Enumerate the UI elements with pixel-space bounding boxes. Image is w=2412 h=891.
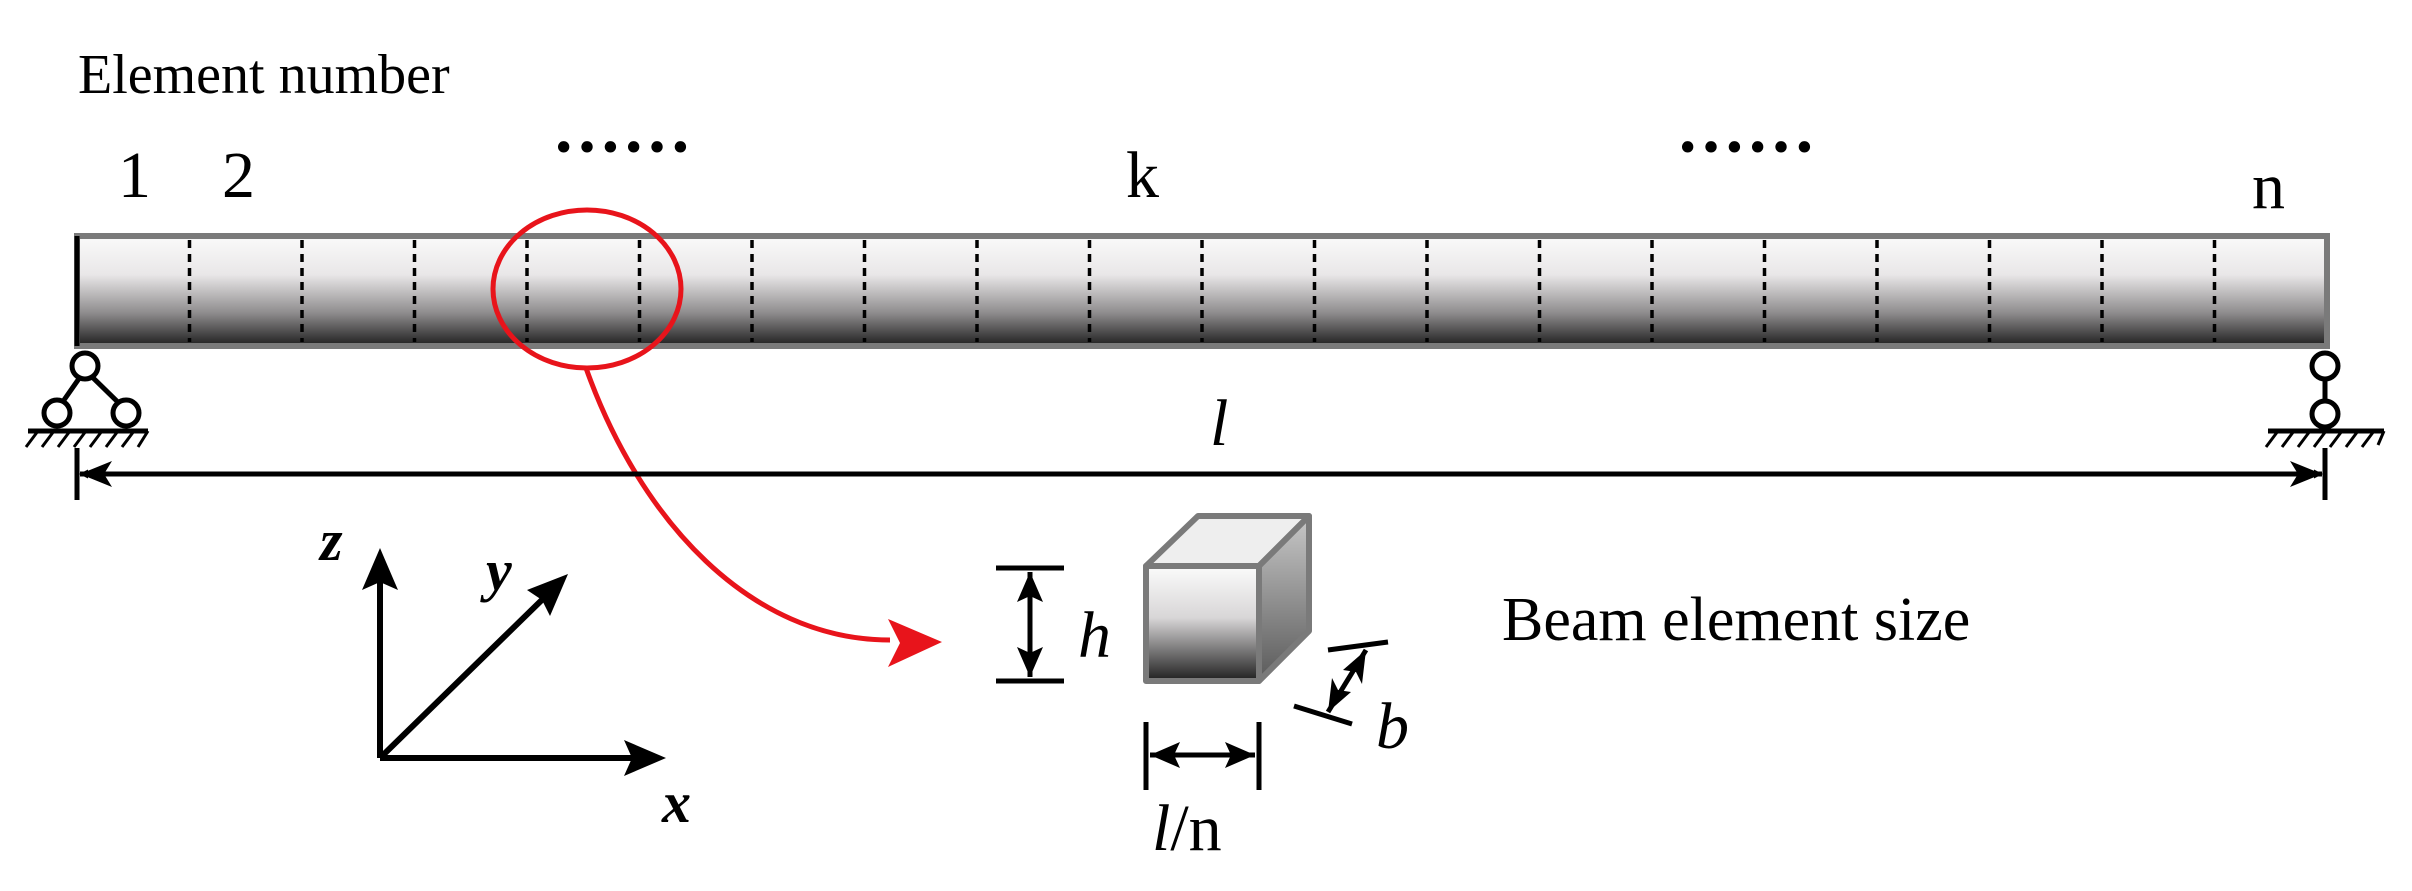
height-arrowhead-bottom	[1017, 647, 1043, 677]
axis-y-arrowhead	[527, 574, 568, 616]
axis-z-arrowhead	[362, 548, 398, 590]
element-length-label: l/n	[1152, 792, 1222, 865]
axis-x-arrowhead	[624, 740, 666, 776]
length-arrowhead-left	[1150, 742, 1180, 768]
highlight-arrowhead	[888, 619, 942, 667]
beam-element-cube	[1143, 513, 1312, 684]
breadth-dimension	[1293, 639, 1389, 727]
element-dividers	[187, 240, 2217, 342]
element-length-n: /n	[1170, 792, 1221, 865]
span-length-label: l	[1210, 387, 1228, 460]
breadth-label: b	[1376, 690, 1409, 763]
highlight-arrow	[583, 367, 891, 643]
element-number-title: Element number	[78, 44, 450, 106]
span-arrowhead-right	[2290, 461, 2322, 487]
left-pin-support	[24, 350, 150, 448]
axis-y-label: y	[480, 538, 512, 603]
beam-element-size-label: Beam element size	[1502, 586, 1970, 654]
span-dimension	[74, 448, 2328, 500]
height-arrowhead-top	[1017, 572, 1043, 602]
height-label: h	[1078, 599, 1111, 672]
axis-x-label: x	[661, 770, 691, 835]
length-arrowhead-right	[1225, 742, 1255, 768]
element-label-1: 1	[118, 139, 151, 212]
element-dots-left: ······	[552, 109, 692, 186]
breadth-arrowhead-bottom	[1328, 678, 1351, 712]
element-label-k: k	[1126, 139, 1159, 212]
breadth-arrowhead-top	[1343, 650, 1366, 684]
coordinate-axes	[377, 574, 640, 761]
axis-z-label: z	[318, 508, 343, 573]
element-dots-right: ······	[1676, 109, 1816, 186]
right-roller-support	[2264, 350, 2386, 448]
element-label-n: n	[2252, 150, 2285, 223]
span-arrowhead-left	[80, 461, 112, 487]
element-label-2: 2	[222, 139, 255, 212]
element-length-l: l	[1152, 792, 1170, 865]
